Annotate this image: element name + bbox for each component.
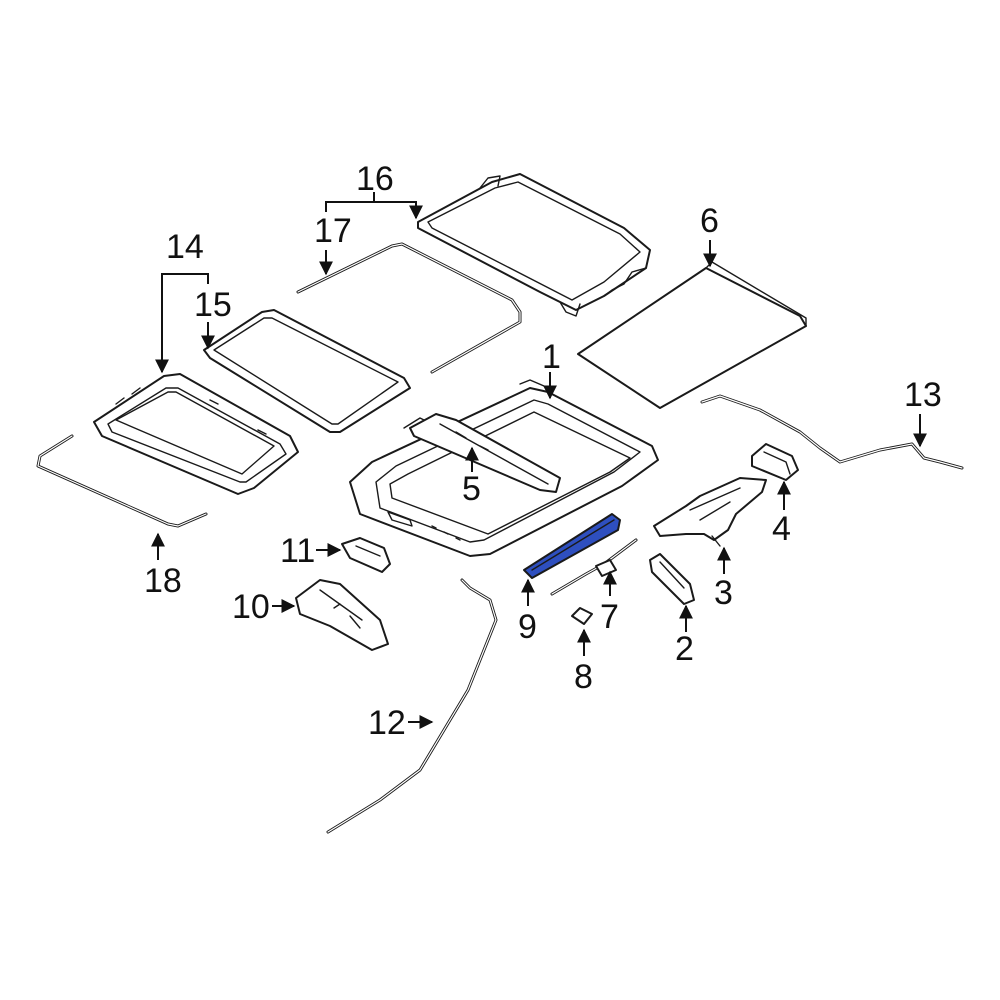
svg-text:5: 5 xyxy=(462,470,481,508)
svg-text:4: 4 xyxy=(772,510,791,548)
svg-text:12: 12 xyxy=(368,704,406,742)
svg-text:13: 13 xyxy=(904,376,942,414)
part-2-bracket[interactable] xyxy=(649,553,695,605)
callout-4: 4 xyxy=(772,480,791,548)
callout-5: 5 xyxy=(462,446,481,508)
svg-text:8: 8 xyxy=(574,658,593,696)
svg-text:3: 3 xyxy=(714,574,733,612)
callout-2: 2 xyxy=(675,604,694,668)
part-4-bracket[interactable] xyxy=(751,443,799,481)
part-12-drain-hose[interactable] xyxy=(326,578,498,834)
svg-text:10: 10 xyxy=(232,588,270,626)
part-16-glass-panel[interactable] xyxy=(417,173,651,317)
part-8-clip[interactable] xyxy=(571,607,593,625)
callout-6: 6 xyxy=(700,202,719,268)
callout-8: 8 xyxy=(574,628,593,696)
callout-12: 12 xyxy=(368,704,434,742)
svg-text:18: 18 xyxy=(144,562,182,600)
svg-text:14: 14 xyxy=(166,228,204,266)
callout-1: 1 xyxy=(542,338,561,400)
callout-15: 15 xyxy=(194,286,232,350)
part-11-switch[interactable] xyxy=(341,537,391,573)
svg-text:16: 16 xyxy=(356,160,394,198)
part-15-glass[interactable] xyxy=(203,309,411,433)
callout-18: 18 xyxy=(144,532,182,600)
callout-13: 13 xyxy=(904,376,942,448)
part-9-guide-rail-highlighted[interactable] xyxy=(523,513,621,579)
svg-text:7: 7 xyxy=(600,598,619,636)
callout-11: 11 xyxy=(280,532,342,570)
callout-3: 3 xyxy=(714,546,733,612)
callout-16: 16 xyxy=(325,160,423,220)
part-3-guide-bracket[interactable] xyxy=(653,477,767,547)
svg-text:17: 17 xyxy=(314,212,352,250)
svg-text:6: 6 xyxy=(700,202,719,240)
callout-14: 14 xyxy=(155,228,209,374)
part-13-drain-hose[interactable] xyxy=(700,394,964,470)
part-14-panel-frame[interactable] xyxy=(93,373,299,495)
svg-text:1: 1 xyxy=(542,338,561,376)
callout-7: 7 xyxy=(600,570,619,636)
callout-9: 9 xyxy=(518,578,537,646)
part-18-weatherstrip[interactable] xyxy=(36,434,208,528)
svg-text:15: 15 xyxy=(194,286,232,324)
callout-17: 17 xyxy=(314,212,352,276)
svg-text:9: 9 xyxy=(518,608,537,646)
callout-10: 10 xyxy=(232,588,296,626)
svg-text:11: 11 xyxy=(280,532,315,570)
part-10-motor[interactable] xyxy=(295,579,389,651)
svg-text:2: 2 xyxy=(675,630,694,668)
part-17-seal[interactable] xyxy=(296,242,522,374)
part-5-crossbar[interactable] xyxy=(409,413,561,493)
